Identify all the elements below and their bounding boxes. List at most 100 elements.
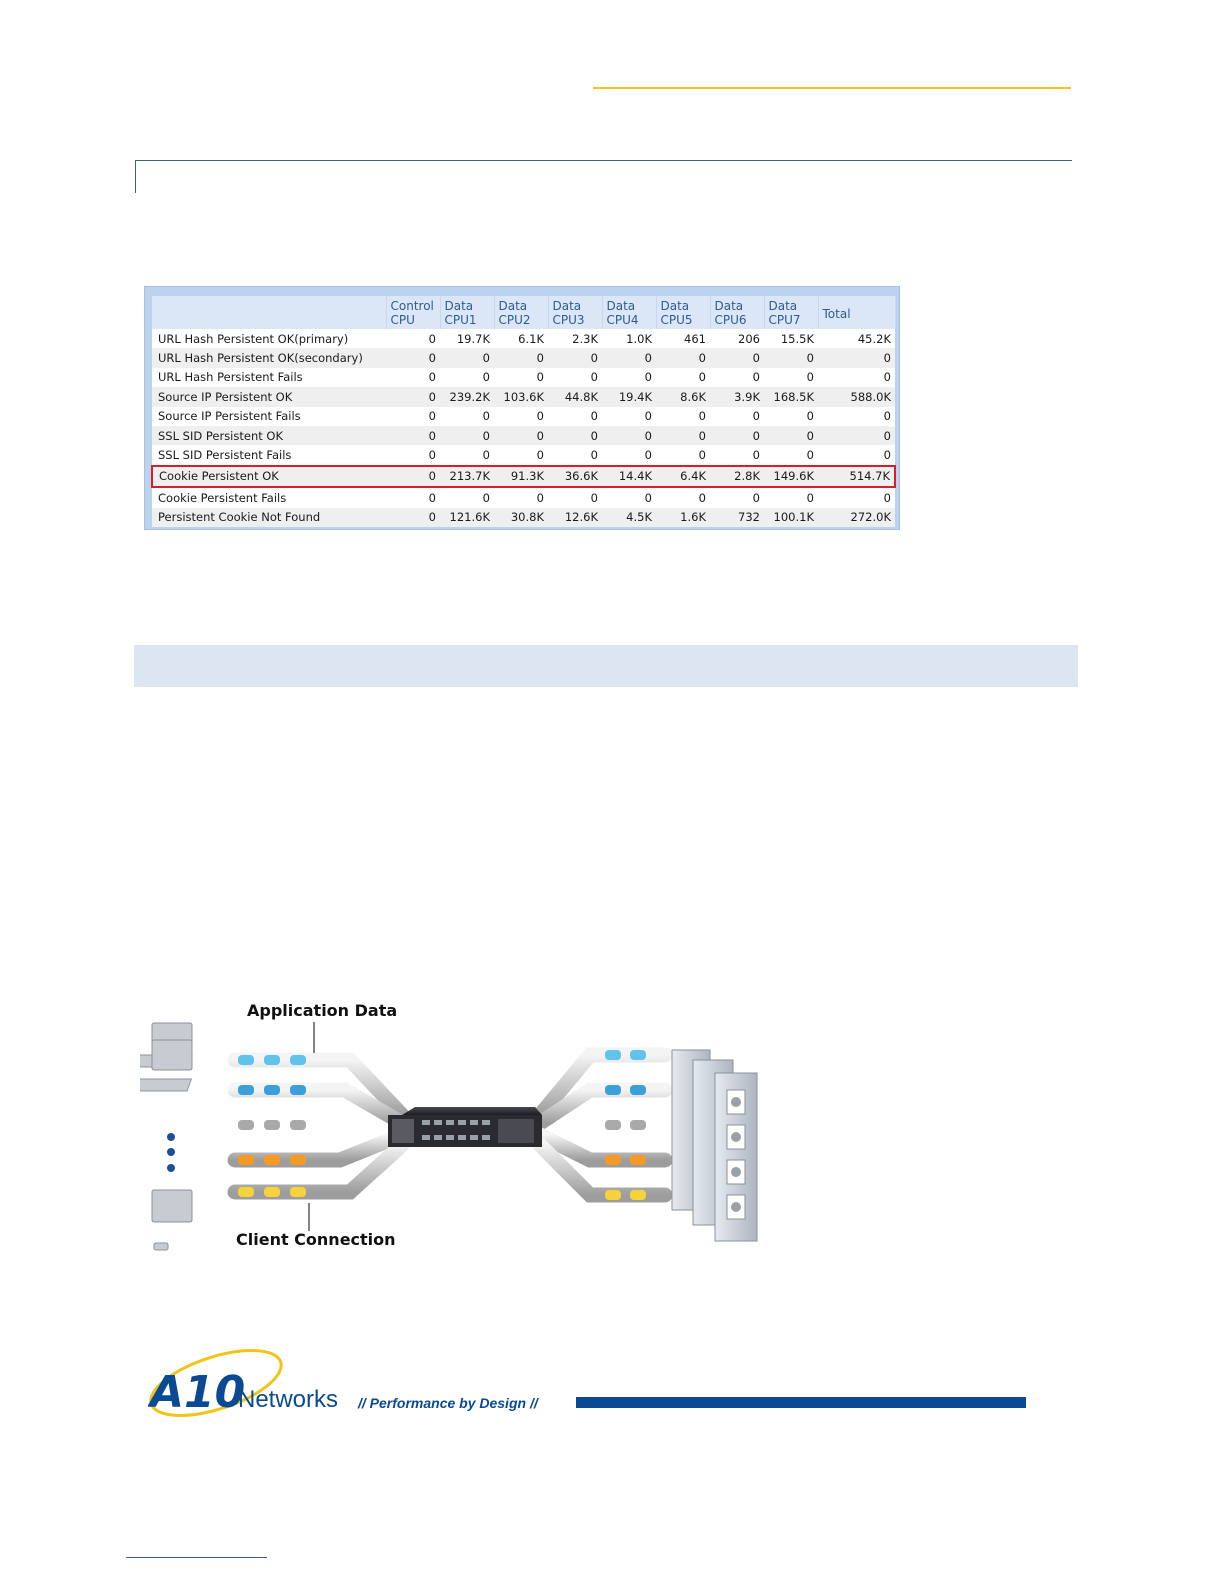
table-cell: 0 (710, 425, 764, 446)
table-cell: 0 (386, 387, 440, 407)
table-cell: 36.6K (548, 464, 602, 489)
logo-orbit-swoosh (149, 1349, 283, 1417)
right-data-packets (605, 1050, 646, 1200)
table-cell: 0 (602, 367, 656, 388)
table-cell: 588.0K (818, 387, 895, 407)
table-cell: 0 (602, 425, 656, 446)
table-cell: 0 (548, 406, 602, 426)
table-cell: 0 (440, 367, 494, 388)
table-cell: 0 (602, 445, 656, 466)
table-cell: 0 (710, 445, 764, 466)
ellipsis-dots-icon (167, 1133, 175, 1172)
row-label: URL Hash Persistent Fails (152, 367, 386, 388)
table-cell: 0 (494, 487, 548, 508)
logo-tagline: // Performance by Design // (357, 1395, 540, 1411)
table-cell: 0 (656, 425, 710, 446)
left-connection-tubes (227, 1052, 410, 1200)
table-cell: 0 (386, 348, 440, 368)
table-cell: 0 (656, 487, 710, 508)
row-label: Source IP Persistent OK (152, 387, 386, 407)
table-cell: 0 (656, 367, 710, 388)
table-cell: 0 (818, 348, 895, 368)
table-cell: 0 (494, 406, 548, 426)
row-label: SSL SID Persistent Fails (152, 445, 386, 466)
client-connection-label: Client Connection (236, 1230, 396, 1249)
table-cell: 0 (548, 487, 602, 508)
header-accent-rule (593, 87, 1071, 89)
table-cell: 0 (548, 445, 602, 466)
row-label: Source IP Persistent Fails (152, 406, 386, 426)
table-cell: 272.0K (818, 507, 895, 527)
table-cell: 0 (710, 406, 764, 426)
table-cell: 0 (818, 425, 895, 446)
table-cell: 0 (494, 367, 548, 388)
table-cell: 0 (656, 406, 710, 426)
table-cell: 0 (710, 348, 764, 368)
footer-rule (126, 1557, 267, 1558)
table-cell: 0 (818, 445, 895, 466)
table-cell: 0 (386, 367, 440, 388)
connection-reuse-diagram: Application Data Client Connection (140, 1001, 758, 1251)
table-cell: 461 (656, 329, 710, 349)
left-data-packets (238, 1055, 306, 1197)
table-cell: 0 (710, 367, 764, 388)
table-cell: 149.6K (764, 464, 818, 489)
table-cell: 0 (818, 406, 895, 426)
table-cell: 44.8K (548, 387, 602, 407)
table-cell: 91.3K (494, 464, 548, 489)
table-cell: 8.6K (656, 387, 710, 407)
section-rule (135, 160, 1072, 161)
client-computer-icon (140, 1022, 193, 1092)
table-cell: 732 (710, 507, 764, 527)
table-cell: 103.6K (494, 387, 548, 407)
table-cell: 168.5K (764, 387, 818, 407)
application-data-label: Application Data (247, 1001, 397, 1020)
table-cell: 0 (764, 348, 818, 368)
table-cell: 0 (386, 406, 440, 426)
table-cell: 30.8K (494, 507, 548, 527)
logo-networks-wordmark: Networks (238, 1386, 338, 1413)
table-cell: 3.9K (710, 387, 764, 407)
table-cell: 0 (764, 406, 818, 426)
table-cell: 0 (386, 445, 440, 466)
row-label: SSL SID Persistent OK (152, 425, 386, 446)
table-cell: 0 (440, 445, 494, 466)
right-connection-tubes (532, 1047, 673, 1203)
table-cell: 0 (548, 367, 602, 388)
table-cell: 4.5K (602, 507, 656, 527)
server-stack-icon (671, 1049, 758, 1242)
table-cell: 2.8K (710, 464, 764, 489)
table-cell: 100.1K (764, 507, 818, 527)
logo-a10-mark: A10 (148, 1367, 245, 1418)
table-cell: 0 (602, 406, 656, 426)
row-label: URL Hash Persistent OK(primary) (152, 329, 386, 349)
table-cell: 0 (656, 348, 710, 368)
logo-brand-bar (576, 1397, 1026, 1408)
table-cell: 0 (656, 445, 710, 466)
row-label: Persistent Cookie Not Found (152, 507, 386, 527)
table-cell: 0 (494, 445, 548, 466)
row-label: URL Hash Persistent OK(secondary) (152, 348, 386, 368)
table-cell: 1.0K (602, 329, 656, 349)
table-cell: 6.1K (494, 329, 548, 349)
table-cell: 0 (764, 367, 818, 388)
table-cell: 19.7K (440, 329, 494, 349)
table-cell: 0 (386, 425, 440, 446)
column-header-metric (152, 296, 387, 329)
table-cell: 0 (602, 348, 656, 368)
